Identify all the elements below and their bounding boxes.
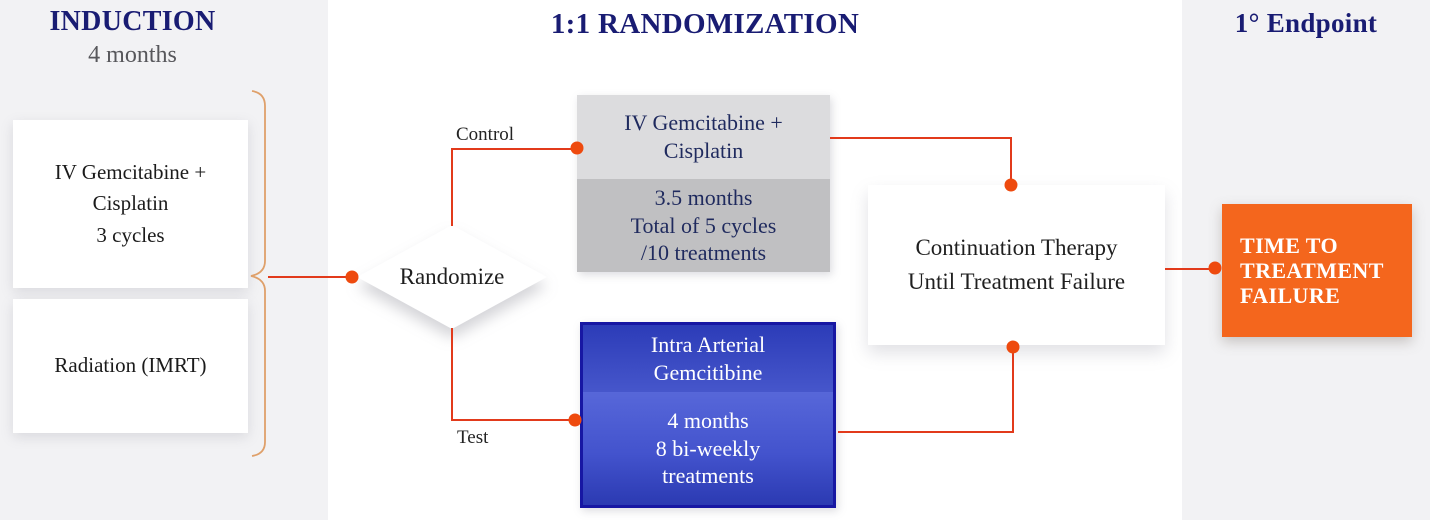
randomize-label: Randomize xyxy=(399,264,505,289)
primary-endpoint-box: TIME TO TREATMENT FAILURE xyxy=(1222,204,1412,337)
control-arm-box-title-section: IV Gemcitabine + Cisplatin xyxy=(577,95,830,179)
test-arm-label: Test xyxy=(457,427,489,448)
dot-endpoint-entry xyxy=(1208,261,1222,275)
test-arm-details: 4 months 8 bi-weekly treatments xyxy=(655,407,761,489)
induction-radiation-text: Radiation (IMRT) xyxy=(54,353,207,378)
continuation-therapy-text: Continuation Therapy Until Treatment Fai… xyxy=(907,234,1126,295)
test-arm-box: Intra Arterial Gemcitibine 4 months 8 bi… xyxy=(580,322,836,508)
test-arm-box-title-section: Intra Arterial Gemcitibine xyxy=(583,325,833,392)
control-arm-label: Control xyxy=(456,124,515,145)
randomize-diamond: Randomize xyxy=(357,225,547,329)
control-arm-box: IV Gemcitabine + Cisplatin 3.5 months To… xyxy=(577,95,830,272)
induction-brace xyxy=(250,90,266,457)
induction-radiation-box: Radiation (IMRT) xyxy=(13,299,248,433)
randomize-diamond-shape: Randomize xyxy=(357,225,547,329)
induction-duration: 4 months xyxy=(88,42,177,68)
control-arm-box-detail-section: 3.5 months Total of 5 cycles /10 treatme… xyxy=(577,179,830,272)
induction-chemo-text: IV Gemcitabine + Cisplatin 3 cycles xyxy=(54,159,207,247)
primary-endpoint-text: TIME TO TREATMENT FAILURE xyxy=(1240,233,1384,308)
randomization-title: 1:1 RANDOMIZATION xyxy=(550,8,860,40)
test-arm-title: Intra Arterial Gemcitibine xyxy=(650,331,766,385)
control-arm-title: IV Gemcitabine + Cisplatin xyxy=(624,110,783,163)
endpoint-title: 1° Endpoint xyxy=(1234,8,1378,38)
induction-chemo-box: IV Gemcitabine + Cisplatin 3 cycles xyxy=(13,120,248,288)
control-arm-details: 3.5 months Total of 5 cycles /10 treatme… xyxy=(630,184,777,266)
induction-title: INDUCTION xyxy=(49,6,216,37)
continuation-therapy-box: Continuation Therapy Until Treatment Fai… xyxy=(868,185,1165,345)
test-arm-box-detail-section: 4 months 8 bi-weekly treatments xyxy=(583,392,833,505)
